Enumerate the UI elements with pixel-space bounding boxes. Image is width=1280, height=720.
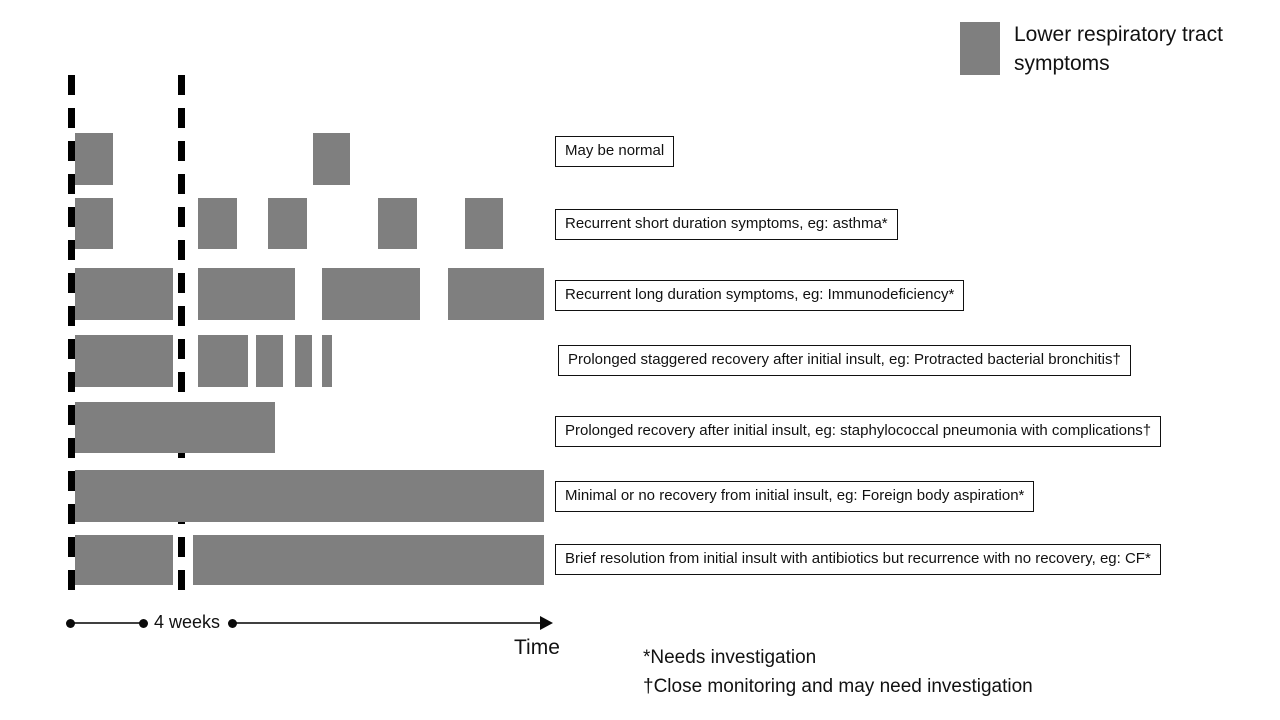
symptom-bar: [198, 268, 295, 320]
row-label-box: Recurrent short duration symptoms, eg: a…: [555, 209, 898, 240]
symptom-bar: [198, 335, 248, 387]
row-label-box: Minimal or no recovery from initial insu…: [555, 481, 1035, 512]
row-label-box: Recurrent long duration symptoms, eg: Im…: [555, 280, 965, 311]
time-axis-arrowhead-icon: [540, 616, 553, 630]
row-label-box: Brief resolution from initial insult wit…: [555, 544, 1161, 575]
symptom-bar: [75, 470, 544, 522]
four-week-marker-line-2: [178, 75, 185, 600]
legend-label: Lower respiratory tract symptoms: [1014, 23, 1223, 75]
symptom-bar: [268, 198, 307, 249]
time-axis-segment: [232, 622, 542, 624]
time-axis-label: Time: [514, 636, 560, 659]
symptom-bar: [295, 335, 312, 387]
symptom-bar: [75, 535, 173, 585]
symptom-bar: [193, 535, 544, 585]
axis-dot-middle: [138, 618, 148, 628]
symptom-bar: [313, 133, 350, 185]
symptom-bar: [322, 335, 332, 387]
row-label-box: May be normal: [555, 136, 675, 167]
symptom-bar: [256, 335, 283, 387]
symptom-bar: [75, 268, 173, 320]
legend-swatch: [960, 22, 1000, 75]
symptom-bar: [198, 198, 237, 249]
row-label-box: Prolonged staggered recovery after initi…: [558, 345, 1131, 376]
symptom-bar: [465, 198, 503, 249]
footnote-close-monitoring: †Close monitoring and may need investiga…: [643, 676, 1033, 697]
four-weeks-label: 4 weeks: [154, 612, 221, 632]
symptom-bar: [378, 198, 417, 249]
axis-dot-time-start: [227, 618, 237, 628]
symptom-bar: [75, 198, 113, 249]
row-label-box: Prolonged recovery after initial insult,…: [555, 416, 1162, 447]
symptom-bar: [75, 335, 173, 387]
symptom-bar: [75, 133, 113, 185]
symptom-bar: [75, 402, 275, 453]
footnote-needs-investigation: *Needs investigation: [643, 647, 817, 668]
four-week-marker-line-1: [68, 75, 75, 600]
four-week-axis-segment: [70, 622, 143, 624]
symptom-bar: [322, 268, 420, 320]
symptom-bar: [448, 268, 544, 320]
axis-dot-left: [65, 618, 75, 628]
